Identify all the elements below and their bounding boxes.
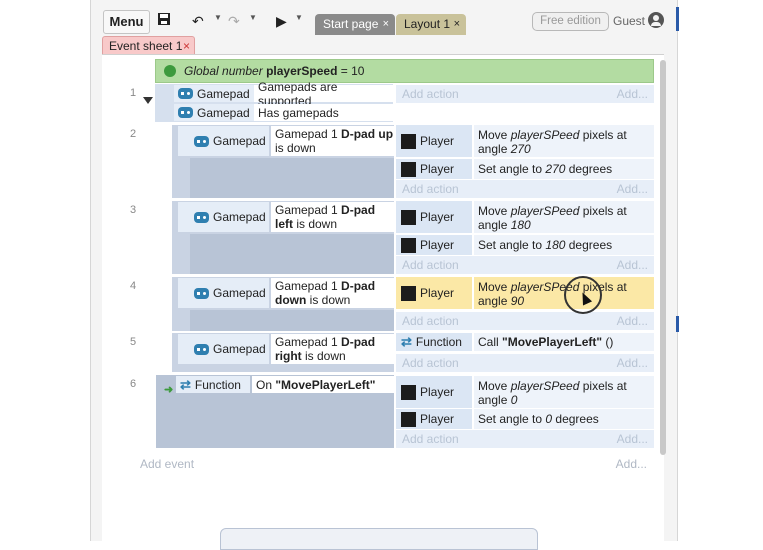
close-icon[interactable]: × — [182, 39, 190, 53]
condition-area[interactable] — [190, 310, 394, 331]
tab-event-sheet-1[interactable]: Event sheet 1× — [102, 36, 195, 54]
preview-dropdown-icon[interactable]: ▼ — [295, 13, 303, 22]
action-text[interactable]: Set angle to 0 degrees — [474, 409, 654, 429]
player-sprite-icon — [401, 411, 416, 427]
event-number: 6 — [129, 378, 137, 390]
global-variable[interactable]: Global number playerSpeed = 10 — [155, 59, 654, 83]
event-number: 3 — [129, 204, 137, 216]
condition-text[interactable]: Gamepads are supported — [254, 80, 393, 108]
action-object[interactable]: Player — [396, 409, 472, 429]
tab-layout-1[interactable]: Layout 1× — [396, 14, 466, 35]
more-button[interactable]: Add... — [616, 356, 648, 370]
action-text[interactable]: Move playerSPeed pixels at angle 180 — [474, 201, 654, 233]
player-sprite-icon — [401, 237, 416, 253]
main-toolbar: Menu ↶ ▼ ↷ ▼ ▶ ▼ Start page× Layout 1× F… — [91, 7, 677, 35]
close-icon[interactable]: × — [382, 18, 389, 30]
condition-object[interactable]: Gamepad — [174, 104, 256, 121]
condition-text[interactable]: On "MovePlayerLeft" — [252, 376, 394, 393]
more-button[interactable]: Add... — [616, 87, 648, 101]
condition-text[interactable]: Gamepad 1 D-pad down is down — [271, 278, 394, 308]
bottom-panel[interactable] — [220, 528, 538, 550]
window-edge — [676, 316, 679, 332]
guest-label[interactable]: Guest — [613, 14, 646, 28]
condition-object[interactable]: Gamepad — [178, 334, 269, 364]
function-icon: ⇄ — [180, 376, 191, 392]
menu-button[interactable]: Menu — [103, 10, 150, 34]
condition-object[interactable]: ⇄Function — [176, 376, 250, 393]
global-variable-value: = 10 — [340, 64, 365, 78]
condition-object[interactable]: Gamepad — [178, 278, 269, 308]
gamepad-icon — [194, 211, 209, 223]
action-object[interactable]: Player — [396, 277, 472, 309]
undo-icon[interactable]: ↶ — [192, 13, 204, 29]
event-number: 2 — [129, 128, 137, 140]
action-text[interactable]: Move playerSPeed pixels at angle 270 — [474, 125, 654, 157]
globe-icon — [164, 65, 176, 77]
global-variable-type: Global number — [184, 64, 263, 78]
player-sprite-icon — [401, 161, 416, 177]
action-object[interactable]: ⇄Function — [396, 333, 472, 351]
collapse-arrow-icon[interactable] — [143, 97, 153, 104]
more-button[interactable]: Add... — [616, 432, 648, 446]
gamepad-icon — [178, 88, 193, 99]
more-button[interactable]: Add... — [616, 314, 648, 328]
global-variable-name: playerSpeed — [266, 64, 338, 78]
user-avatar-icon[interactable] — [648, 12, 664, 28]
more-button[interactable]: Add... — [615, 457, 647, 471]
player-sprite-icon — [401, 133, 416, 149]
more-button[interactable]: Add... — [616, 182, 648, 196]
window-edge — [676, 7, 679, 31]
event-number: 1 — [129, 87, 137, 99]
event-number: 5 — [129, 336, 137, 348]
more-button[interactable]: Add... — [616, 258, 648, 272]
gamepad-icon — [194, 135, 209, 147]
event-number: 4 — [129, 280, 137, 292]
action-object[interactable]: Player — [396, 201, 472, 233]
tab-start-page[interactable]: Start page× — [315, 14, 395, 35]
save-icon[interactable] — [157, 11, 171, 31]
redo-icon[interactable]: ↷ — [228, 13, 240, 29]
condition-text[interactable]: Gamepad 1 D-pad left is down — [271, 202, 394, 232]
gamepad-icon — [194, 343, 209, 355]
action-text[interactable]: Call "MovePlayerLeft" () — [474, 333, 654, 351]
action-object[interactable]: Player — [396, 159, 472, 179]
condition-text[interactable]: Gamepad 1 D-pad up is down — [271, 126, 394, 156]
condition-object[interactable]: Gamepad — [178, 126, 269, 156]
condition-text[interactable]: Gamepad 1 D-pad right is down — [271, 334, 394, 364]
close-icon[interactable]: × — [453, 18, 460, 30]
function-icon: ⇄ — [401, 334, 412, 349]
action-object[interactable]: Player — [396, 235, 472, 255]
player-sprite-icon — [401, 209, 416, 225]
action-text[interactable]: Move playerSPeed pixels at angle 0 — [474, 376, 654, 408]
player-sprite-icon — [401, 285, 416, 301]
action-object[interactable]: Player — [396, 125, 472, 157]
preview-play-icon[interactable]: ▶ — [276, 13, 287, 29]
action-text[interactable]: Set angle to 270 degrees — [474, 159, 654, 179]
redo-dropdown-icon[interactable]: ▼ — [249, 13, 257, 22]
player-sprite-icon — [401, 384, 416, 400]
gamepad-icon — [194, 287, 209, 299]
vertical-scrollbar[interactable] — [660, 60, 666, 455]
condition-area[interactable] — [190, 158, 394, 198]
condition-text[interactable]: Has gamepads — [254, 104, 393, 121]
action-text[interactable]: Set angle to 180 degrees — [474, 235, 654, 255]
cursor-highlight-ring — [564, 276, 602, 314]
condition-object[interactable]: Gamepad — [178, 202, 269, 232]
gamepad-icon — [178, 107, 193, 118]
undo-dropdown-icon[interactable]: ▼ — [214, 13, 222, 22]
trigger-arrow-icon: ➜ — [164, 384, 174, 396]
free-edition-badge[interactable]: Free edition — [532, 12, 609, 31]
action-object[interactable]: Player — [396, 376, 472, 408]
condition-object[interactable]: Gamepad — [174, 85, 256, 102]
condition-area[interactable] — [190, 234, 394, 274]
